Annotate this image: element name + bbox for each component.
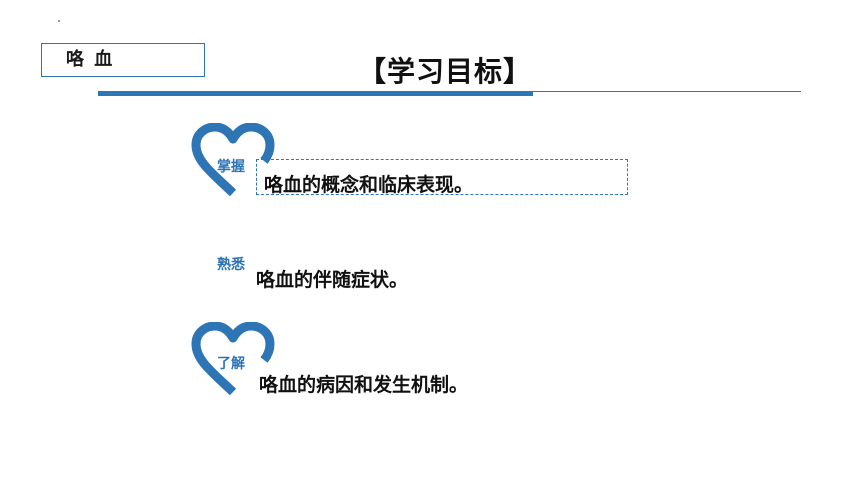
highlight-box: [256, 159, 628, 195]
heart-icon: [191, 123, 275, 197]
title-underline-thin: [533, 91, 801, 92]
title-underline-thick: [98, 91, 533, 96]
objective-text-1: 咯血的概念和临床表现。: [264, 174, 474, 196]
decorative-dot: [58, 20, 60, 22]
heart-icon: [191, 322, 275, 396]
level-label-familiar: 熟悉: [217, 257, 245, 273]
objective-text-3: 咯血的病因和发生机制。: [259, 374, 469, 396]
page-title: 【学习目标】: [357, 55, 532, 88]
section-label: 咯 血: [41, 43, 205, 77]
level-label-understand: 了解: [217, 356, 245, 372]
level-label-master: 掌握: [217, 159, 245, 175]
objective-text-2: 咯血的伴随症状。: [256, 269, 409, 291]
